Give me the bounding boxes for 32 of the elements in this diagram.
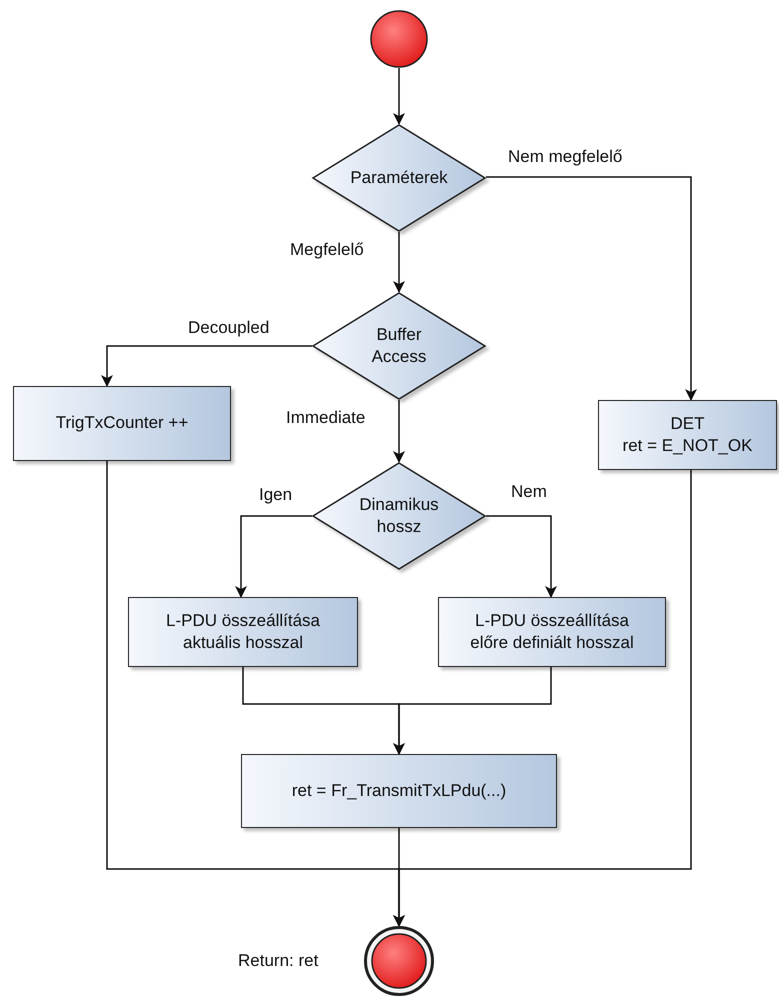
node-caption: Return: ret [238,951,318,971]
box-label: L-PDU összeállítása aktuális hosszal [164,610,321,654]
arrow [235,515,312,598]
edge-label: Decoupled [186,318,272,338]
arrow [486,176,697,401]
box-text: ret = E_NOT_OK [622,435,752,457]
start-circle [370,10,428,68]
end-circle [364,926,434,996]
box-label: ret = Fr_TransmitTxLPdu(...) [292,780,506,802]
decision-diamond [312,292,486,400]
box-label: TrigTxCounter ++ [56,412,188,434]
process-box [13,386,231,461]
process-box [598,400,777,470]
arrow [393,470,692,927]
decision-diamond [312,124,486,232]
edge-label: Megfelelő [288,240,366,260]
box-label: DET [670,412,704,435]
arrow [393,232,405,293]
process-box [128,597,358,667]
arrow [486,515,557,598]
arrow [393,68,405,125]
decision-label: Paraméterek [350,166,448,189]
decision-label: Buffer Access [370,324,428,368]
decision-label: Dinamikus hossz [358,494,440,538]
decision-diamond [312,462,486,570]
arrow [101,345,312,387]
arrow [393,400,405,463]
process-box [438,597,666,667]
arrow [393,667,552,755]
edge-label: Nem megfelelő [506,147,624,167]
box-label: L-PDU összeállítása előre definiált hosszal [469,610,635,654]
process-box [241,754,557,828]
